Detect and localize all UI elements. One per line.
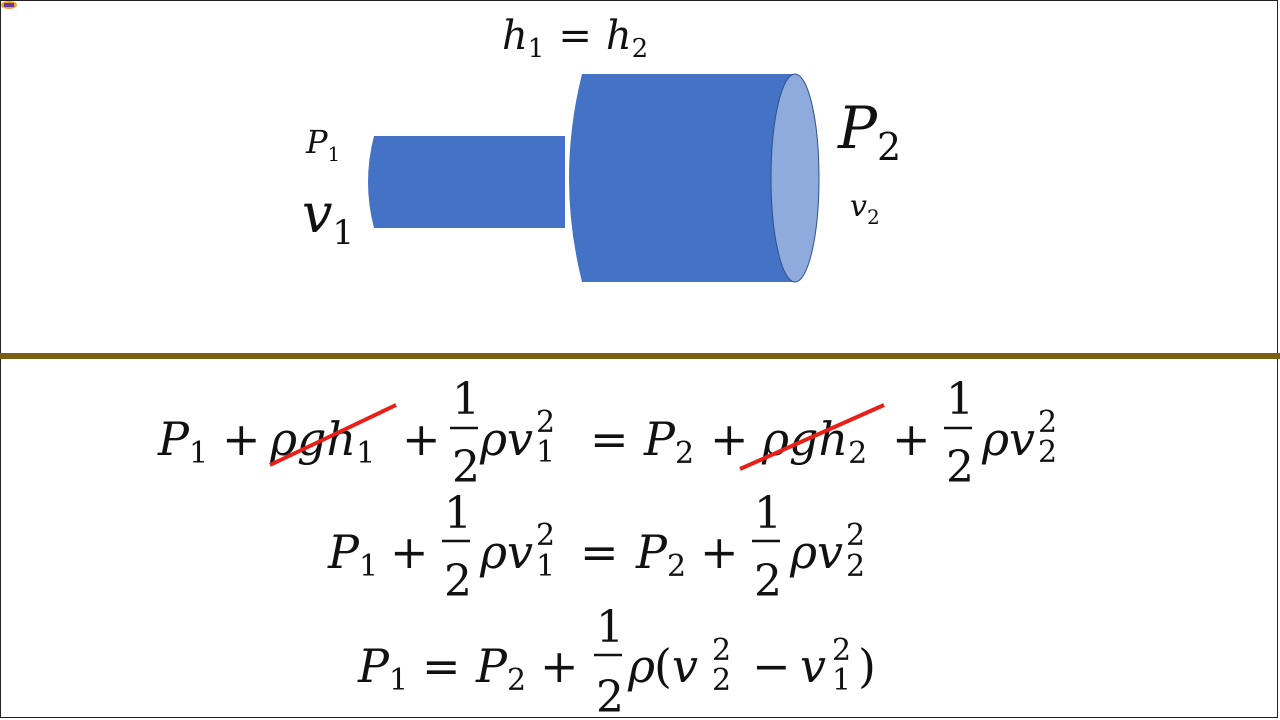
svg-text:2: 2 [536, 518, 555, 553]
v1-label: v1 [302, 182, 354, 253]
half-denominator: 2 [452, 442, 480, 493]
pipe-diagram [368, 73, 820, 283]
p2-label: P2 [837, 94, 901, 169]
cancel-strike-1 [269, 403, 397, 467]
height-equals: = [558, 13, 592, 59]
svg-text:1: 1 [536, 549, 555, 584]
svg-text:2: 2 [846, 518, 865, 553]
svg-text:2: 2 [946, 442, 974, 493]
svg-text:1: 1 [946, 374, 974, 425]
cancel-strike-2 [739, 403, 885, 471]
bernoulli-equation-reduced: P1 + ρv = P2 + ρv 2 1 2 2 1 2 1 2 [327, 488, 865, 607]
section-divider [0, 353, 1280, 359]
half-numerator: 1 [452, 374, 480, 425]
svg-text:2: 2 [536, 405, 555, 440]
svg-text:1: 1 [536, 435, 555, 470]
svg-text:1: 1 [832, 663, 851, 698]
p1-label: P1 [305, 123, 340, 166]
svg-text:2: 2 [596, 672, 624, 720]
svg-text:2: 2 [1038, 405, 1057, 440]
svg-text:1: 1 [444, 488, 472, 539]
svg-text:2: 2 [754, 556, 782, 607]
wide-pipe-end [770, 73, 820, 283]
svg-text:1: 1 [754, 488, 782, 539]
bernoulli-equation-full: P1 + ρgh1 + ρv = P2 + ρgh2 + ρv 2 1 2 2 … [157, 374, 1057, 493]
svg-text:2: 2 [1038, 435, 1057, 470]
svg-text:2: 2 [846, 549, 865, 584]
pressure-result-equation: P1 = P2 + ρ (v − v ) 2 2 2 1 1 2 [357, 602, 876, 720]
h2-symbol: h [606, 13, 632, 59]
svg-text:2: 2 [712, 663, 731, 698]
svg-text:2: 2 [712, 633, 731, 668]
svg-text:P1 = P2 +: P1 = P2 + ρ (v − v ) [357, 639, 876, 701]
svg-text:2: 2 [444, 556, 472, 607]
wide-pipe [569, 74, 795, 282]
svg-text:1: 1 [596, 602, 624, 653]
height-equation: h1=h2 [502, 13, 648, 64]
svg-text:P1 + ρv =: P1 + ρv = P2 + ρv [327, 525, 843, 587]
svg-text:2: 2 [832, 633, 851, 668]
h2-subscript: 2 [632, 34, 649, 64]
h1-subscript: 1 [528, 34, 545, 64]
narrow-pipe [368, 136, 565, 228]
corner-logo-icon [1, 1, 17, 9]
v2-label: v2 [850, 189, 880, 229]
svg-text:P1 + ρgh1 +: P1 + ρgh1 + ρv = P2 + ρgh2 + ρv [157, 412, 1035, 474]
h1-symbol: h [502, 13, 528, 59]
